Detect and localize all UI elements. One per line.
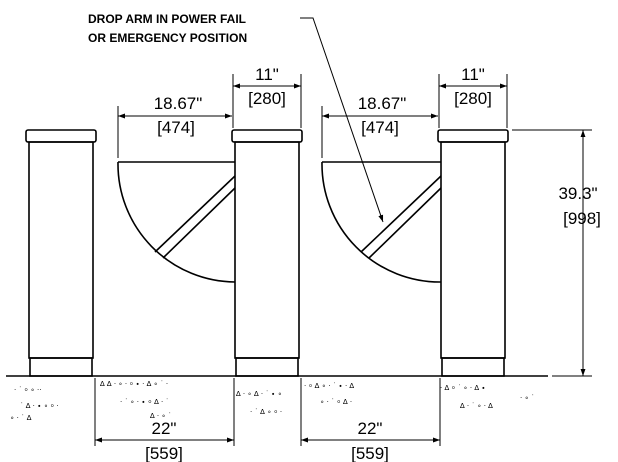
svg-text:∆ ⋅ ˙ ∘ ⋅ ∆: ∆ ⋅ ˙ ∘ ⋅ ∆ <box>459 402 493 410</box>
arm-length-in-label: 18.67" <box>154 94 203 113</box>
svg-text:⋅ ⸰ ∆ ∘ ⋅ ˙ ∙ ⋅ ∆: ⋅ ⸰ ∆ ∘ ⋅ ˙ ∙ ⋅ ∆ <box>304 382 354 390</box>
arm-length-mm-label: [474] <box>157 118 195 137</box>
dim-arm-length-1: 18.67" [474] <box>117 94 232 158</box>
cabinet-width-in-label: 11" <box>255 65 279 84</box>
arm-length-in-label-2: 18.67" <box>358 94 407 113</box>
ground-hatch: ⋅ ˙ ⸰ ∘ ⋅⋅ ˙ ∆ ⋅ ∙ ∘ ⸰ ⋅ ∘ ⋅ ˙ ∆ ∆ ∆ ⋅ ∘… <box>10 380 535 422</box>
svg-text:∘ ⋅ ˙ ⸰ ∆ ⋅: ∘ ⋅ ˙ ⸰ ∆ ⋅ <box>320 398 352 406</box>
svg-text:⋅ ∘ ˙: ⋅ ∘ ˙ <box>520 394 535 402</box>
lane-width-in-label-2: 22" <box>358 419 383 438</box>
lane-width-mm-label: [559] <box>145 444 183 462</box>
callout-line-1: DROP ARM IN POWER FAIL <box>88 12 246 26</box>
svg-text:∆ ⋅ ∘ ∆ ⋅ ˙ ∙ ∘: ∆ ⋅ ∘ ∆ ⋅ ˙ ∙ ∘ <box>235 390 282 398</box>
arm-length-mm-label-2: [474] <box>361 118 399 137</box>
dim-lane-width-1: 22" [559] <box>94 378 235 462</box>
turnstile-arm-2 <box>321 161 442 283</box>
cabinet-3 <box>437 129 509 377</box>
svg-text:∘ ⋅ ˙ ∆: ∘ ⋅ ˙ ∆ <box>10 414 32 422</box>
svg-text:⋅ ˙ ⸰ ∘ ⋅⋅: ⋅ ˙ ⸰ ∘ ⋅⋅ <box>14 386 41 394</box>
svg-text:⋅ ˙ ∘ ⋅ ∙ ⸰ ∆ ⋅ ˙: ⋅ ˙ ∘ ⋅ ∙ ⸰ ∆ ⋅ ˙ <box>120 398 169 406</box>
height-in-label: 39.3" <box>558 184 597 203</box>
callout-line-2: OR EMERGENCY POSITION <box>88 31 247 45</box>
cabinet-1 <box>25 129 97 377</box>
svg-text:˙ ∆ ⋅ ∙ ∘ ⸰ ⋅: ˙ ∆ ⋅ ∙ ∘ ⸰ ⋅ <box>20 402 59 410</box>
drop-arm-callout: DROP ARM IN POWER FAIL OR EMERGENCY POSI… <box>88 12 384 223</box>
cabinet-width-mm-label: [280] <box>248 89 286 108</box>
svg-text:∆ ∆ ⋅ ∘ ⋅ ⸰ ∙ ⋅ ∆ ∘ ˙ ⋅: ∆ ∆ ⋅ ∘ ⋅ ⸰ ∙ ⋅ ∆ ∘ ˙ ⋅ <box>99 380 168 388</box>
lane-width-mm-label-2: [559] <box>351 444 389 462</box>
cabinet-width-mm-label-2: [280] <box>454 89 492 108</box>
dim-lane-width-2: 22" [559] <box>300 378 441 462</box>
svg-text:⋅ ∆ ⸰ ˙ ∘ ⋅ ∆ ∙: ⋅ ∆ ⸰ ˙ ∘ ⋅ ∆ ∙ <box>440 384 486 392</box>
dim-arm-length-2: 18.67" [474] <box>321 94 438 158</box>
dim-cabinet-width-2: 11" [280] <box>438 65 508 128</box>
turnstile-arm-1 <box>117 161 236 283</box>
dim-height: 39.3" [998] <box>512 129 601 377</box>
dim-cabinet-width-1: 11" [280] <box>232 65 302 128</box>
svg-text:⋅ ˙ ∆ ∘ ⸰ ⋅: ⋅ ˙ ∆ ∘ ⸰ ⋅ <box>250 408 282 416</box>
cabinet-width-in-label-2: 11" <box>461 65 485 84</box>
height-mm-label: [998] <box>563 209 601 228</box>
cabinet-2 <box>231 129 303 377</box>
svg-text:∆ ⋅ ∘ ˙: ∆ ⋅ ∘ ˙ <box>149 412 171 420</box>
lane-width-in-label: 22" <box>152 419 177 438</box>
callout-leader-arrow <box>300 17 384 223</box>
